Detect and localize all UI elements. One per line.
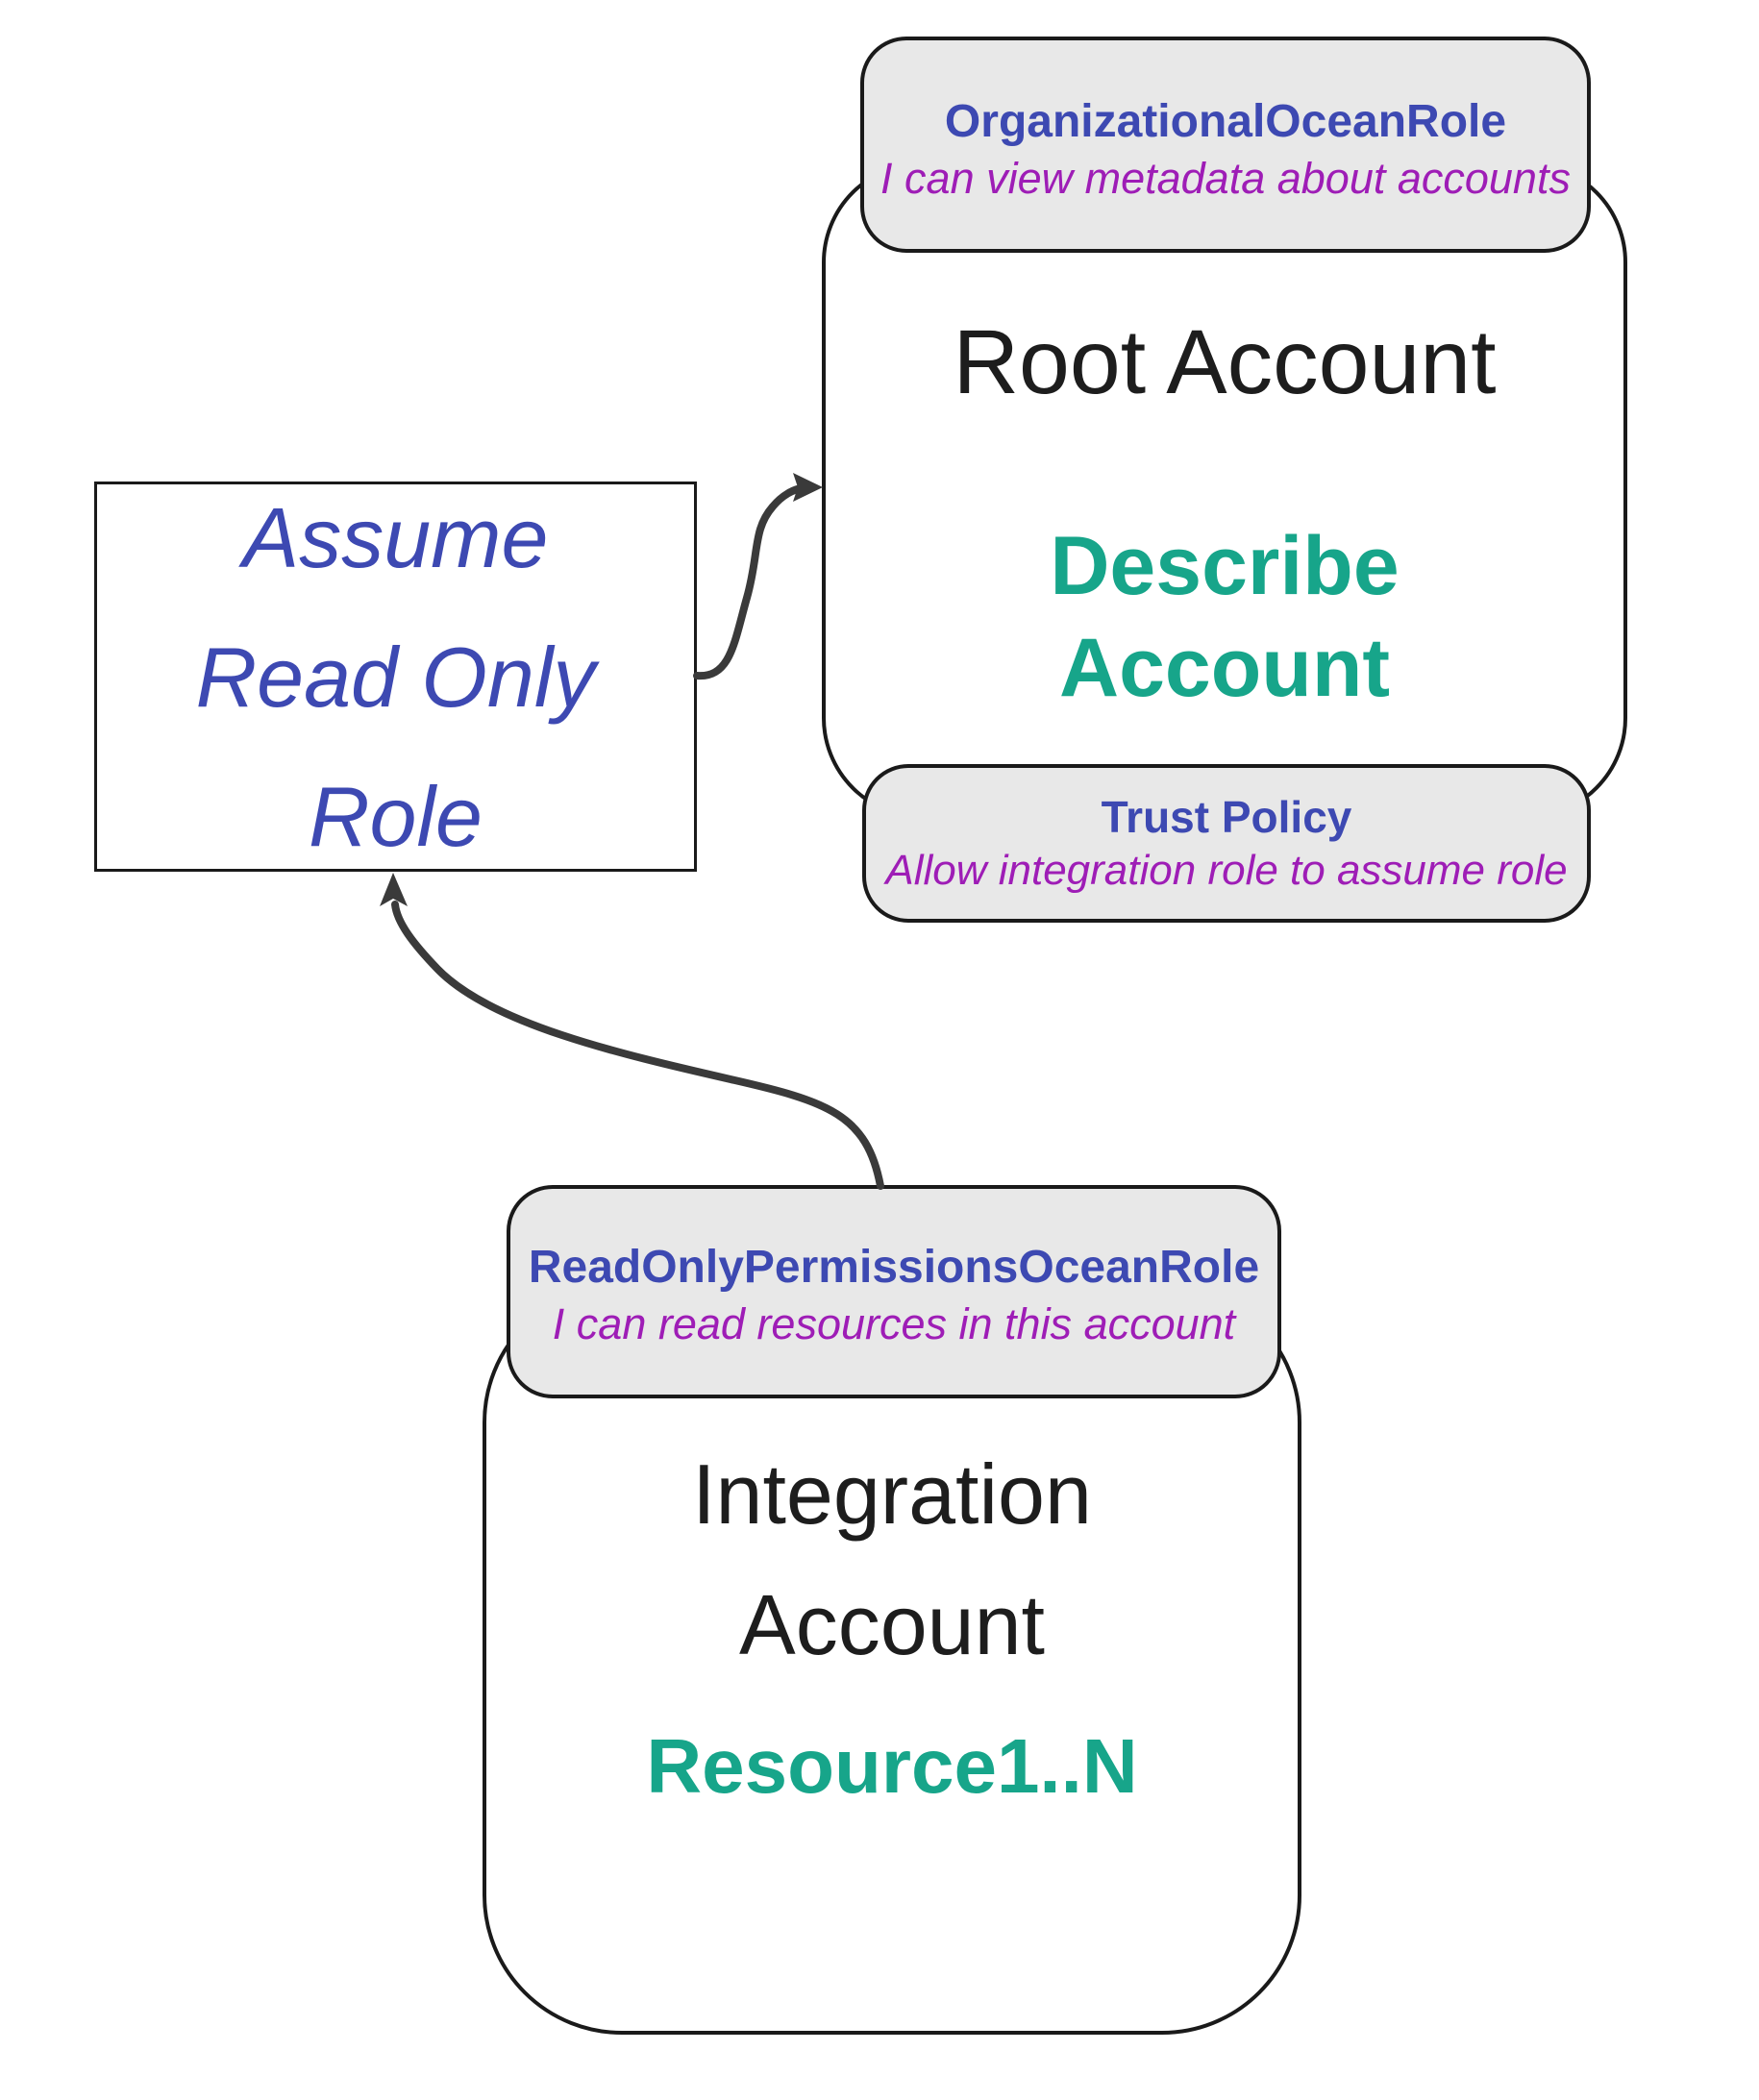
assume-role-line1: Assume [242,489,549,585]
integration-to-assume-arrow [380,873,884,1190]
organizational-ocean-role-title: OrganizationalOceanRole [944,95,1507,147]
integration-title-line1: Integration [692,1446,1092,1542]
read-only-permissions-role-title: ReadOnlyPermissionsOceanRole [528,1242,1260,1293]
organizational-ocean-role-label: OrganizationalOceanRole I can view metad… [860,37,1591,253]
assume-role-line2: Read Only [195,629,596,725]
describe-account-line1: Describe [1050,520,1400,612]
integration-resources: Resource1..N [646,1723,1138,1809]
assume-read-only-role-box: Assume Read Only Role [94,482,697,872]
integration-account-box [483,1283,1301,2035]
root-account-title: Root Account [953,311,1497,413]
trust-policy-subtitle: Allow integration role to assume role [885,847,1568,894]
assume-to-root-arrow [693,473,823,680]
organizational-ocean-role-subtitle: I can view metadata about accounts [880,153,1571,203]
trust-policy-title: Trust Policy [1101,792,1352,842]
trust-policy-label: Trust Policy Allow integration role to a… [862,764,1591,923]
integration-account-title: Integration Account [483,1429,1301,1691]
describe-account-line2: Account [1059,622,1390,714]
assume-role-line3: Role [309,768,483,864]
integration-title-line2: Account [739,1577,1045,1672]
root-account-box [822,161,1627,819]
read-only-permissions-role-label: ReadOnlyPermissionsOceanRole I can read … [507,1185,1281,1398]
describe-account-action: Describe Account [822,515,1627,719]
read-only-permissions-role-subtitle: I can read resources in this account [552,1299,1236,1348]
